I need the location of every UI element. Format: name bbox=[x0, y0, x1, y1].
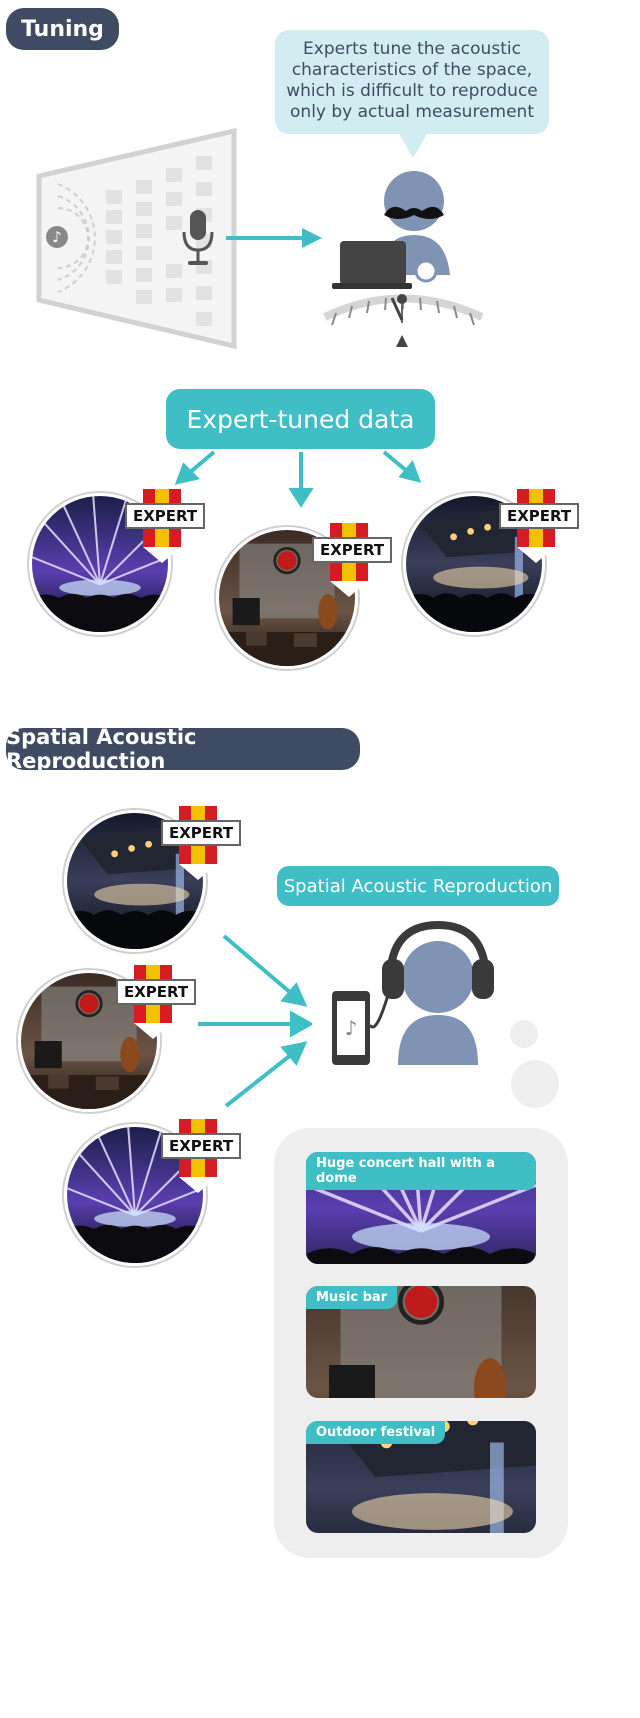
distribution-arrows bbox=[174, 450, 422, 508]
bubble-line-1: Experts tune the acoustic bbox=[303, 39, 521, 59]
venue-card[interactable]: Music bar bbox=[306, 1286, 536, 1398]
venue-card[interactable]: Outdoor festival bbox=[306, 1421, 536, 1533]
expert-badge: EXPERT bbox=[312, 523, 393, 599]
venue-label: Outdoor festival bbox=[306, 1421, 446, 1444]
expert-badge: EXPERT bbox=[161, 1119, 242, 1195]
bubble-line-2: characteristics of the space, bbox=[291, 60, 533, 80]
speech-bubble-tail bbox=[398, 132, 428, 158]
expert-photo-concert-hall bbox=[64, 1124, 206, 1266]
expert-badge: EXPERT bbox=[499, 489, 580, 565]
speech-bubble: Experts tune the acoustic characteristic… bbox=[275, 30, 549, 134]
headphones-icon bbox=[382, 920, 494, 999]
expert-badge: EXPERT bbox=[116, 965, 197, 1041]
listener-illustration: ♪ bbox=[332, 920, 494, 1065]
expert-badge: EXPERT bbox=[125, 489, 206, 565]
expert-photo-music-bar bbox=[18, 970, 160, 1112]
mustache-icon bbox=[384, 206, 444, 219]
section-title-reproduction: Spatial Acoustic Reproduction bbox=[6, 725, 360, 773]
expert-badge: EXPERT bbox=[161, 806, 242, 882]
expert-photo-outdoor-festival bbox=[403, 493, 545, 635]
concert-hall-illustration bbox=[36, 128, 237, 350]
expert-photo-outdoor-festival bbox=[64, 810, 206, 952]
expert-photo-concert-hall bbox=[29, 493, 171, 635]
section-title-tuning: Tuning bbox=[6, 8, 119, 50]
venue-label: Huge concert hall with a dome bbox=[306, 1152, 536, 1190]
converging-arrows bbox=[198, 934, 312, 1108]
laptop-icon bbox=[332, 241, 412, 289]
decorative-bubbles bbox=[510, 1020, 559, 1108]
microphone-icon bbox=[182, 210, 214, 265]
venue-label: Music bar bbox=[306, 1286, 398, 1309]
bubble-line-3: which is difficult to reproduce bbox=[286, 81, 538, 101]
svg-text:♪: ♪ bbox=[345, 1016, 358, 1040]
smartphone-icon: ♪ bbox=[332, 991, 370, 1065]
arrow-icon bbox=[226, 228, 322, 248]
expert-illustration bbox=[323, 171, 484, 347]
expert-tuned-data-label: Expert-tuned data bbox=[166, 389, 435, 449]
bubble-line-4: only by actual measurement bbox=[290, 102, 534, 122]
expert-photo-music-bar bbox=[216, 527, 358, 669]
music-note-icon: ♪ bbox=[46, 226, 68, 248]
venue-card[interactable]: Huge concert hall with a dome bbox=[306, 1152, 536, 1264]
reproduction-label: Spatial Acoustic Reproduction bbox=[277, 866, 559, 906]
